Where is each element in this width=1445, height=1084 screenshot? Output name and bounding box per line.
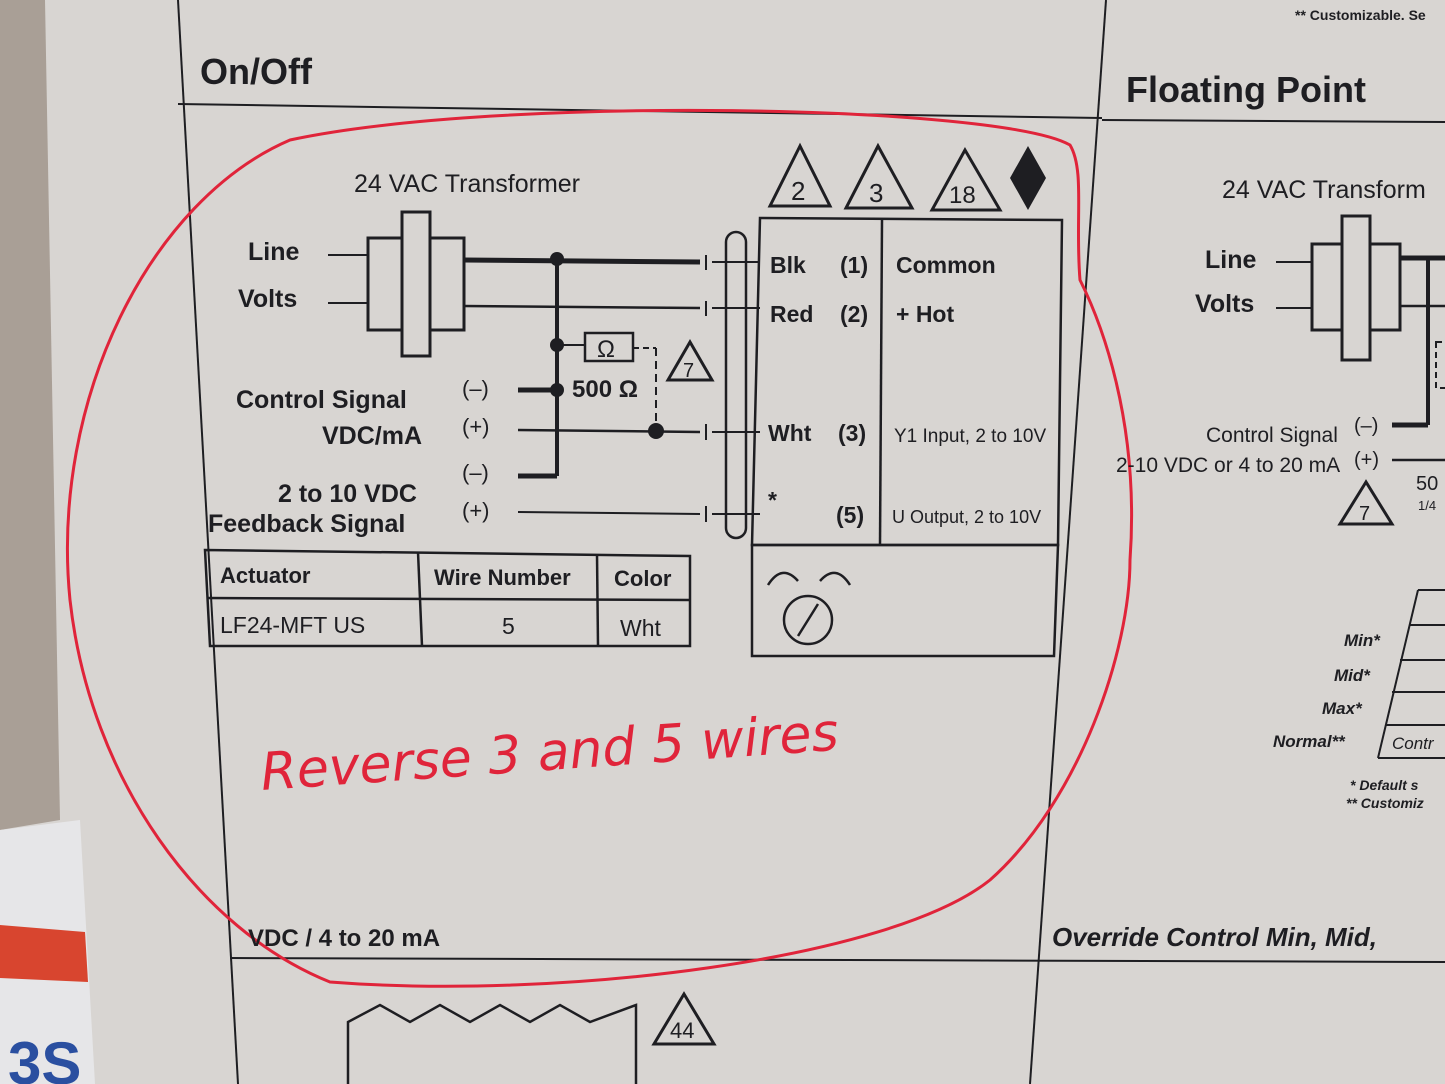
actuator-terminal-block [750, 216, 1064, 658]
resistor-partial-right: 50 [1416, 473, 1438, 495]
panel-title-floating-point: Floating Point [1126, 69, 1366, 110]
table-cell-color: Wht [620, 615, 662, 641]
transformer-symbol [328, 210, 466, 358]
actuator-table [203, 548, 692, 648]
override-row-mid: Mid* [1334, 666, 1371, 685]
terminal-desc: Y1 Input, 2 to 10V [894, 426, 1046, 447]
feedback-label-2: Feedback Signal [208, 510, 405, 538]
volts-label-right: Volts [1195, 290, 1254, 318]
resistor-label: 500 Ω [572, 376, 638, 403]
control-signal-label: Control Signal [236, 386, 407, 414]
terminal-number: (3) [838, 420, 866, 446]
panel-title-on-off: On/Off [200, 51, 313, 92]
terminal-number: (5) [836, 502, 864, 528]
terminal-color: * [768, 487, 777, 513]
footnote-customizable: ** Customiz [1346, 795, 1424, 811]
triangle-note-7-right: 7 [1359, 503, 1370, 525]
bottom-heading-vdc: VDC / 4 to 20 mA [248, 925, 440, 952]
override-row-max: Max* [1322, 699, 1363, 718]
box-print: 3S [8, 1030, 81, 1084]
table-cell-wire-number: 5 [502, 613, 515, 639]
footnote-default: * Default s [1350, 777, 1419, 793]
transformer-label-right: 24 VAC Transform [1222, 176, 1426, 204]
cardboard-edge [0, 0, 60, 830]
override-table [1377, 589, 1445, 759]
override-cell-control: Contr [1392, 734, 1435, 753]
marker-circle [65, 108, 1134, 988]
feedback-label-1: 2 to 10 VDC [278, 480, 417, 508]
triangle-note-3: 3 [869, 178, 883, 208]
override-row-normal: Normal** [1273, 732, 1346, 751]
resistor-partial-right-2: 1/4 [1418, 498, 1436, 513]
bottom-diagram-outline [346, 1003, 638, 1084]
triangle-note-18: 18 [949, 182, 976, 209]
bottom-heading-override: Override Control Min, Mid, [1052, 922, 1377, 952]
control-signal-unit: VDC/mA [322, 422, 422, 450]
feedback-plus: (+) [462, 498, 490, 523]
line-label-right: Line [1205, 246, 1256, 274]
terminal-list: Blk (1) Common Red (2) + Hot Wht (3) Y1 … [768, 252, 1046, 528]
override-row-min: Min* [1344, 631, 1381, 650]
diamond-icon [1010, 146, 1046, 210]
triangle-note-2: 2 [791, 176, 805, 206]
control-minus-right: (–) [1354, 415, 1378, 437]
terminal-number: (1) [840, 252, 868, 278]
note-triangles [665, 142, 1003, 382]
table-cell-actuator: LF24-MFT US [220, 612, 365, 638]
control-minus: (–) [462, 376, 489, 401]
control-signal-label-right: Control Signal [1206, 424, 1338, 447]
junction-dots [550, 252, 664, 439]
resistor-symbol: Ω [597, 336, 615, 363]
volts-label: Volts [238, 285, 297, 313]
control-plus: (+) [462, 414, 490, 439]
control-plus-right: (+) [1354, 449, 1379, 471]
terminal-desc: Common [896, 252, 996, 278]
feedback-minus: (–) [462, 460, 489, 485]
table-header-actuator: Actuator [220, 563, 311, 588]
triangle-note-44-label: 44 [670, 1018, 694, 1043]
transformer-symbol-right [1276, 214, 1445, 526]
control-signal-unit-right: 2-10 VDC or 4 to 20 mA [1116, 454, 1340, 477]
terminal-desc: + Hot [896, 301, 954, 327]
top-footnote: ** Customizable. Se [1295, 7, 1426, 23]
triangle-note-44 [651, 991, 717, 1046]
terminal-desc: U Output, 2 to 10V [892, 507, 1041, 527]
terminal-color: Blk [770, 252, 806, 278]
line-label: Line [248, 238, 299, 266]
red-stripe [0, 925, 88, 982]
terminal-number: (2) [840, 301, 868, 327]
terminal-color: Red [770, 301, 813, 327]
triangle-note-7: 7 [683, 360, 694, 382]
table-header-wire-number: Wire Number [434, 565, 571, 590]
transformer-label: 24 VAC Transformer [354, 170, 580, 198]
table-header-color: Color [614, 566, 672, 591]
terminal-color: Wht [768, 420, 812, 446]
